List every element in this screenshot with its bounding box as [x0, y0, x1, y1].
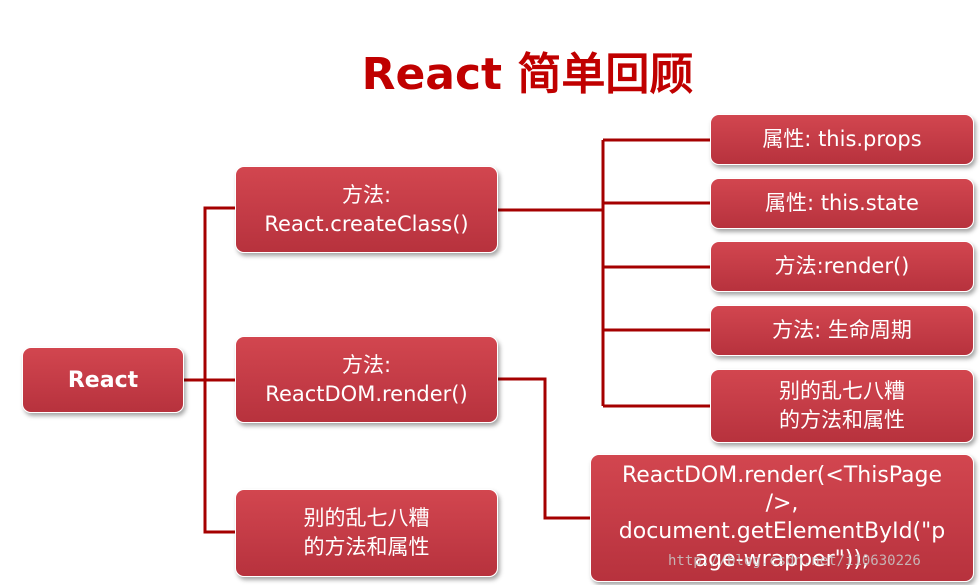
diagram-title: React 简单回顾: [361, 49, 694, 100]
node-lifecycle-label: 方法: 生命周期: [772, 318, 912, 342]
node-misc-methods-right-line-2: 的方法和属性: [779, 408, 905, 432]
node-this-state-label: 属性: this.state: [765, 191, 919, 215]
node-dom-render: 方法: ReactDOM.render(): [235, 336, 498, 423]
node-this-props-label: 属性: this.props: [762, 127, 922, 151]
node-react-root: React: [22, 347, 184, 413]
node-misc-methods-right: 别的乱七八糟 的方法和属性: [710, 369, 974, 443]
node-create-class-line-1: 方法:: [341, 182, 392, 207]
node-react-root-line-1: React: [67, 367, 139, 393]
node-code-line-2: />,: [765, 491, 799, 516]
node-code-line-3: document.getElementById("p: [618, 519, 946, 544]
node-render-method-label: 方法:render(): [774, 254, 910, 278]
node-code-line-1: ReactDOM.render(<ThisPage: [621, 463, 943, 488]
node-render-method: 方法:render(): [710, 241, 974, 292]
node-misc-methods-left-line-1: 别的乱七八糟: [303, 506, 430, 530]
node-this-props: 属性: this.props: [710, 114, 974, 165]
connector-dom-to-code: [498, 377, 590, 520]
connector-root-trunk: [184, 206, 235, 534]
node-dom-render-line-2: ReactDOM.render(): [265, 381, 468, 406]
node-create-class-line-2: React.createClass(): [264, 211, 469, 236]
node-dom-render-line-1: 方法:: [341, 352, 392, 377]
connector-create-branches: [498, 138, 710, 408]
node-misc-methods-right-line-1: 别的乱七八糟: [779, 379, 905, 403]
node-misc-methods-left: 别的乱七八糟 的方法和属性: [235, 489, 498, 577]
watermark-url: http://blog.csdn.net/i10630226: [668, 553, 921, 569]
node-this-state: 属性: this.state: [710, 178, 974, 229]
node-create-class: 方法: React.createClass(): [235, 166, 498, 253]
node-lifecycle: 方法: 生命周期: [710, 305, 974, 356]
node-misc-methods-left-line-2: 的方法和属性: [303, 535, 430, 559]
node-code-line-4: age-wrapper"));: [694, 547, 870, 572]
node-render-code-example: ReactDOM.render(<ThisPage />, document.g…: [590, 454, 974, 582]
